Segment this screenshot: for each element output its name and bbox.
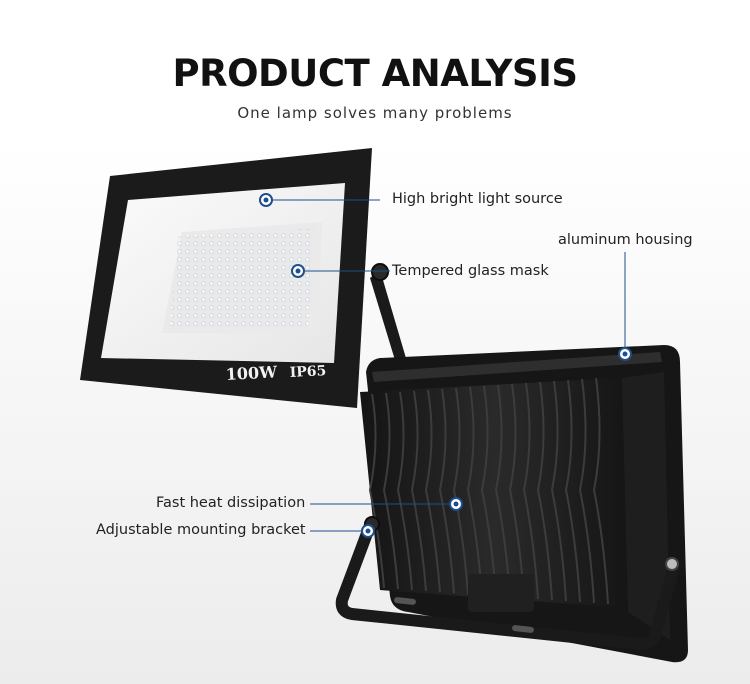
label-heat-dissipation: Fast heat dissipation <box>156 495 306 511</box>
page-title: PRODUCT ANALYSIS <box>172 52 579 95</box>
bracket-pivot-right <box>665 557 679 571</box>
front-floodlight: 100W IP65 <box>80 148 408 408</box>
back-floodlight <box>335 345 688 663</box>
led-array <box>170 228 314 327</box>
callout-dot-bracket <box>365 528 371 534</box>
label-housing: aluminum housing <box>558 232 693 248</box>
callout-dot-glass-mask <box>295 268 301 274</box>
mounting-bracket <box>335 517 682 650</box>
cable-box <box>468 574 534 612</box>
label-light-source: High bright light source <box>392 191 563 207</box>
front-mount-arm <box>370 270 408 370</box>
power-label: 100W <box>225 362 278 384</box>
rear-cover-plate <box>622 372 670 640</box>
front-mount-knob <box>371 263 389 281</box>
label-glass-mask: Tempered glass mask <box>392 263 549 279</box>
callout-dot-heat <box>453 501 459 507</box>
callout-markers <box>259 193 632 538</box>
bracket-slot-right <box>512 625 534 633</box>
heat-sink-fins <box>368 377 609 605</box>
page-subtitle: One lamp solves many problems <box>237 104 513 122</box>
callout-dot-light-source <box>263 197 269 203</box>
label-mounting-bracket: Adjustable mounting bracket <box>96 522 306 538</box>
bracket-slot-left <box>394 597 416 605</box>
housing-rim <box>372 352 662 382</box>
rating-label: IP65 <box>289 363 326 381</box>
callout-dot-housing <box>622 351 628 357</box>
